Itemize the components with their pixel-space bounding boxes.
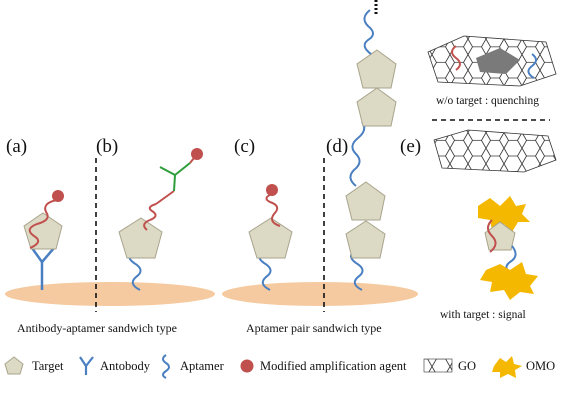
panel-ab: (a) (b) Antibody-aptamer sandwich type: [5, 136, 215, 335]
legend-target-icon: [4, 356, 24, 375]
legend: Target Antobody Aptamer Modified amplifi…: [4, 354, 555, 379]
aptamer-icon: [350, 249, 364, 291]
linker: [173, 174, 176, 192]
amplification-agent-icon: [52, 190, 64, 202]
legend-aptamer-label: Aptamer: [180, 359, 225, 373]
panel-label-b: (b): [96, 136, 118, 157]
legend-amplification-icon: [240, 359, 254, 373]
caption-signal: with target : signal: [440, 309, 526, 321]
panel-cd: (c) (d) Aptamer pair sandwich type: [222, 0, 418, 335]
quenched-target: [476, 48, 520, 74]
target-icon: [345, 181, 386, 221]
panel-label-c: (c): [234, 136, 255, 157]
legend-aptamer-icon: [162, 354, 170, 379]
linker: [159, 166, 176, 176]
panel-e: (e) w/o target : quenching with target :…: [400, 35, 557, 321]
aptamer-icon: [349, 121, 366, 187]
target-icon: [345, 220, 386, 259]
antibody-icon: [30, 247, 55, 290]
aptamer-icon: [527, 53, 537, 79]
target-icon: [118, 217, 163, 259]
target-icon: [356, 87, 397, 127]
caption-aptamer-pair: Aptamer pair sandwich type: [246, 321, 382, 335]
target-icon: [248, 217, 293, 259]
legend-antibody-icon: [79, 356, 94, 375]
caption-quenching: w/o target : quenching: [436, 95, 539, 107]
caption-antibody-aptamer: Antibody-aptamer sandwich type: [17, 321, 177, 335]
panel-label-d: (d): [326, 136, 348, 157]
legend-go-icon: [423, 358, 453, 373]
substrate-surface: [222, 282, 418, 306]
omo-icon: [480, 262, 538, 300]
legend-omo-icon: [492, 356, 522, 378]
panel-label-a: (a): [6, 136, 27, 157]
legend-target-label: Target: [32, 359, 64, 373]
linker: [155, 190, 175, 205]
legend-omo-label: OMO: [526, 359, 555, 373]
legend-amplification-label: Modified amplification agent: [260, 359, 407, 373]
target-icon: [23, 212, 63, 250]
aptamer-icon: [143, 203, 157, 231]
target-icon: [484, 221, 516, 251]
omo-icon: [478, 196, 530, 232]
amplification-agent-icon: [266, 184, 278, 196]
target-icon: [356, 49, 397, 89]
aptamer-icon: [28, 199, 58, 249]
legend-antibody-label: Antobody: [100, 359, 151, 373]
go-sheet: [433, 129, 557, 173]
aptamer-icon: [265, 193, 281, 227]
aptamer-icon: [451, 45, 461, 71]
linker: [189, 157, 195, 164]
panel-label-e: (e): [400, 136, 421, 157]
amplification-agent-icon: [191, 148, 203, 160]
substrate-surface: [5, 282, 215, 306]
legend-go-label: GO: [458, 359, 476, 373]
aptamer-icon: [363, 9, 374, 55]
aptamer-icon: [487, 219, 497, 253]
linker: [174, 162, 191, 176]
